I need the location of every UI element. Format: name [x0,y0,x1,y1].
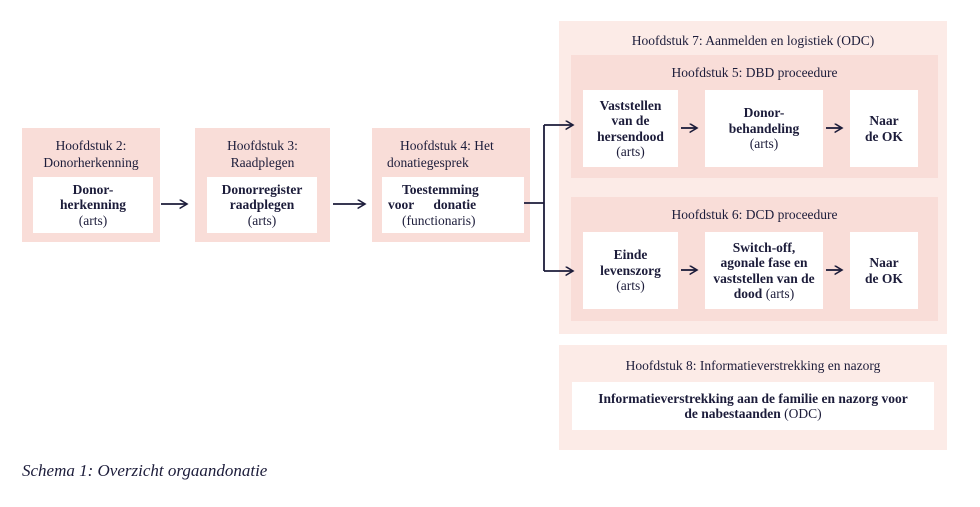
section-title-hoofdstuk-8: Hoofdstuk 8: Informatieverstrekking en n… [625,358,881,373]
step-header: Hoofdstuk 3: Raadplegen [227,138,298,170]
action-box-toestemming: Toestemming voor donatie (functionaris) [382,177,524,233]
step-box-hoofdstuk-4: Hoofdstuk 4: Het donatiegesprek Toestemm… [372,128,530,242]
action-role: (functionaris) [402,212,476,228]
action-box-einde-levenszorg: Einde levenszorg (arts) [583,232,678,309]
action-label: Donorregister raadplegen [221,181,303,213]
action-box-switch-off: Switch-off, agonale fase en vaststellen … [705,232,823,309]
step-box-hoofdstuk-2: Hoofdstuk 2: Donorherkenning Donor- herk… [22,128,160,242]
action-role: (arts) [78,212,108,228]
action-label: Naar de OK [865,113,903,144]
action-label: Vaststellen van de hersendood [597,97,664,144]
action-label: Informatieverstrekking aan de familie en… [598,390,908,422]
action-role: (arts) [616,278,645,294]
action-label: Einde levenszorg [600,247,661,278]
action-text: Toestemming voor donatie (functionaris) [382,182,524,229]
action-text: Informatieverstrekking aan de familie en… [572,391,934,422]
action-box-vaststellen-hersendood: Vaststellen van de hersendood (arts) [583,90,678,167]
container-hoofdstuk-7: Hoofdstuk 7: Aanmelden en logistiek (ODC… [559,21,947,334]
action-box-naar-de-ok-dcd: Naar de OK [850,232,918,309]
action-label: Naar de OK [865,255,903,286]
action-box-donorherkenning: Donor- herkenning (arts) [33,177,153,233]
section-title-hoofdstuk-6: Hoofdstuk 6: DCD proceedure [671,207,838,222]
section-title-hoofdstuk-7: Hoofdstuk 7: Aanmelden en logistiek (ODC… [631,33,875,48]
section-title-hoofdstuk-5: Hoofdstuk 5: DBD proceedure [671,65,838,80]
step-box-hoofdstuk-3: Hoofdstuk 3: Raadplegen Donorregister ra… [195,128,330,242]
action-text: Naar de OK [850,255,918,286]
step-header: Hoofdstuk 4: Het donatiegesprek [387,138,494,170]
action-text: Naar de OK [850,113,918,144]
action-role: (arts) [247,212,277,228]
action-label: Switch-off, agonale fase en vaststellen … [713,239,815,302]
action-text: Donor- behandeling (arts) [705,105,823,152]
action-text: Switch-off, agonale fase en vaststellen … [705,240,823,302]
action-text: Einde levenszorg (arts) [583,247,678,294]
action-text: Donor- herkenning (arts) [33,182,153,229]
action-role: (ODC) [784,406,822,421]
action-label: Donor- behandeling [728,105,800,136]
action-box-naar-de-ok-dbd: Naar de OK [850,90,918,167]
action-label: Toestemming voor donatie [388,181,479,213]
container-hoofdstuk-5-dbd: Hoofdstuk 5: DBD proceedure Vaststellen … [571,55,938,178]
action-box-donorregister: Donorregister raadplegen (arts) [207,177,317,233]
action-role: (arts) [765,286,795,301]
action-box-informatieverstrekking: Informatieverstrekking aan de familie en… [572,382,934,430]
action-role: (arts) [616,144,645,159]
figure-caption: Schema 1: Overzicht orgaandonatie [22,461,268,480]
container-hoofdstuk-6-dcd: Hoofdstuk 6: DCD proceedure Einde levens… [571,197,938,321]
step-header: Hoofdstuk 2: Donorherkenning [43,138,139,170]
action-box-donorbehandeling: Donor- behandeling (arts) [705,90,823,167]
action-role: (arts) [749,136,779,152]
container-hoofdstuk-8: Hoofdstuk 8: Informatieverstrekking en n… [559,345,947,450]
action-text: Vaststellen van de hersendood (arts) [583,98,678,160]
action-label: Donor- herkenning [59,181,127,213]
action-text: Donorregister raadplegen (arts) [207,182,317,229]
